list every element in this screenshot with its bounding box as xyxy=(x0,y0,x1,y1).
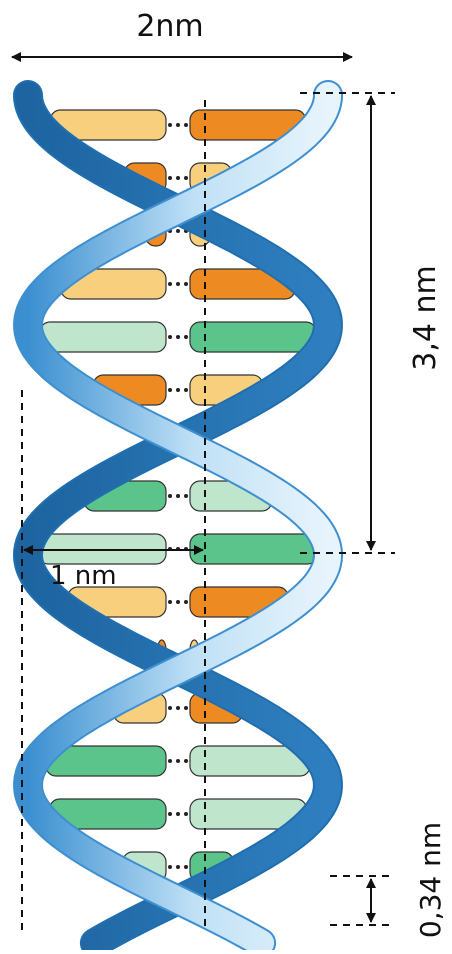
hydrogen-bond-dot xyxy=(176,282,180,286)
radius-label: 1 nm xyxy=(50,561,117,591)
hydrogen-bond-dot xyxy=(168,706,172,710)
pitch-label: 3,4 nm xyxy=(408,265,443,370)
hydrogen-bond-dot xyxy=(176,706,180,710)
base-left xyxy=(40,322,166,352)
hydrogen-bond-dot xyxy=(168,812,172,816)
hydrogen-bond-dot xyxy=(168,600,172,604)
base-pair xyxy=(61,269,295,299)
hydrogen-bond-dot xyxy=(184,600,188,604)
hydrogen-bond-dot xyxy=(184,759,188,763)
width-label: 2nm xyxy=(136,9,203,44)
hydrogen-bond-dot xyxy=(168,335,172,339)
hydrogen-bond-dot xyxy=(184,335,188,339)
hydrogen-bond-dot xyxy=(176,865,180,869)
hydrogen-bond-dot xyxy=(176,600,180,604)
hydrogen-bond-dot xyxy=(184,123,188,127)
hydrogen-bond-dot xyxy=(176,335,180,339)
hydrogen-bond-dot xyxy=(176,494,180,498)
hydrogen-bond-dot xyxy=(168,388,172,392)
hydrogen-bond-dot xyxy=(184,282,188,286)
hydrogen-bond-dot xyxy=(184,812,188,816)
hydrogen-bond-dot xyxy=(176,812,180,816)
base-pair xyxy=(68,587,288,617)
base-right xyxy=(190,322,316,352)
base-pair xyxy=(40,322,316,352)
rise-label: 0,34 nm xyxy=(414,822,447,938)
hydrogen-bond-dot xyxy=(184,176,188,180)
hydrogen-bond-dot xyxy=(184,706,188,710)
hydrogen-bond-dot xyxy=(176,123,180,127)
hydrogen-bond-dot xyxy=(168,176,172,180)
hydrogen-bond-dot xyxy=(168,282,172,286)
base-pair xyxy=(46,746,310,776)
hydrogen-bond-dot xyxy=(176,229,180,233)
hydrogen-bond-dot xyxy=(168,759,172,763)
hydrogen-bond-dot xyxy=(184,865,188,869)
hydrogen-bond-dot xyxy=(168,865,172,869)
hydrogen-bond-dot xyxy=(176,388,180,392)
hydrogen-bond-dot xyxy=(168,494,172,498)
base-pair xyxy=(50,799,307,829)
base-pair xyxy=(50,110,305,140)
hydrogen-bond-dot xyxy=(176,759,180,763)
base-right xyxy=(190,534,317,564)
hydrogen-bond-dot xyxy=(168,123,172,127)
hydrogen-bond-dot xyxy=(184,388,188,392)
hydrogen-bond-dot xyxy=(184,494,188,498)
hydrogen-bond-dot xyxy=(176,176,180,180)
